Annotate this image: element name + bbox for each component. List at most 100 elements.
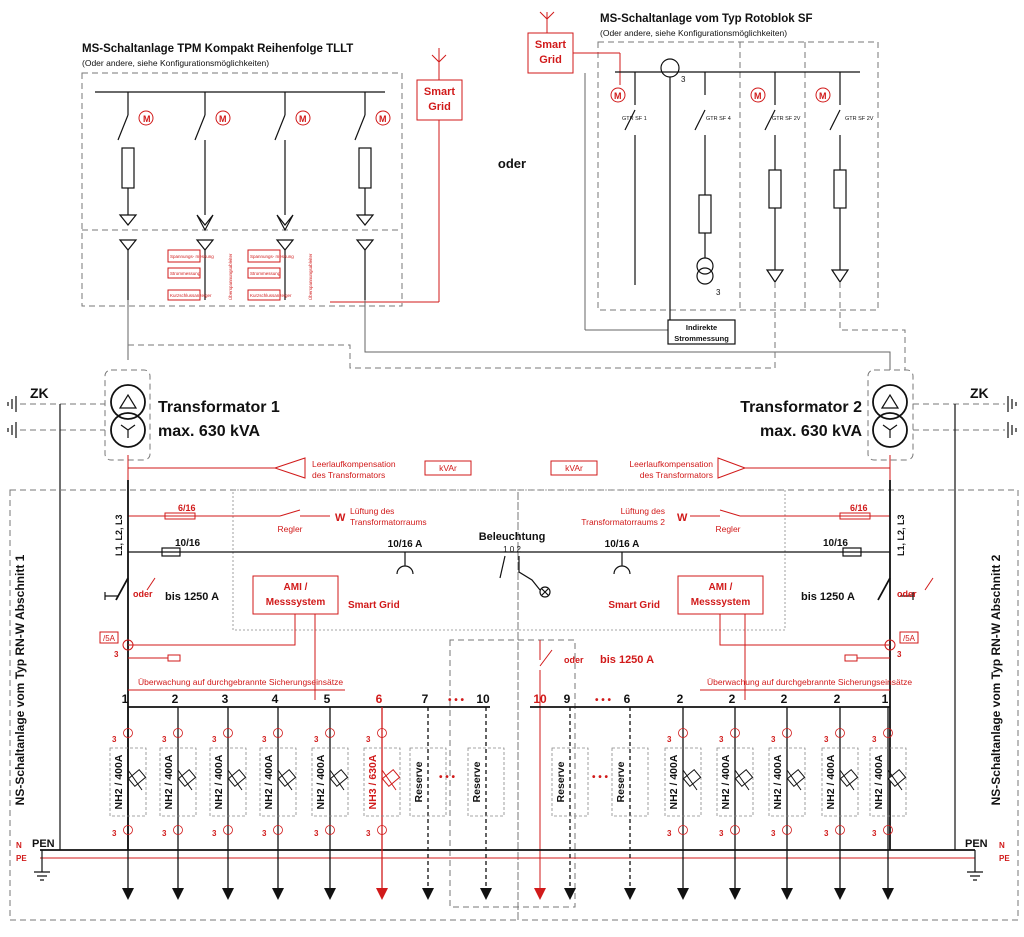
feeder-arrow: [480, 888, 492, 900]
lueftung-right-1: Lüftung des: [621, 506, 665, 516]
regler-right: Regler: [715, 524, 740, 534]
feeder-fuse-label: NH2 / 400A: [668, 754, 680, 809]
field-label-3: GTR SF 2V: [772, 116, 801, 122]
feeder-number: 10: [533, 692, 547, 706]
mv-right-panels: GTR SF 1 GTR SF 4 GTR SF 2V GTR SF 2V M …: [610, 72, 874, 297]
svg-text:3: 3: [719, 829, 724, 838]
lueftung-left-2: Transformatorraums: [350, 517, 427, 527]
feeder-arrow: [834, 888, 846, 900]
svg-text:Kurzschlussanzeiger: Kurzschlussanzeiger: [170, 293, 212, 298]
feeder-arrow: [677, 888, 689, 900]
svg-text:AMI /: AMI /: [709, 582, 733, 593]
ct-5a-left: /5A: [103, 634, 116, 643]
svg-text:Messsystem: Messsystem: [266, 597, 326, 608]
ami-box-left: [252, 575, 339, 615]
trafo1-name: Transformator 1: [158, 399, 280, 416]
ueberwachung-right: Überwachung auf durchgebrannte Sicherung…: [707, 677, 912, 687]
oder-right: oder: [897, 589, 917, 599]
feeder-fuse-label: NH2 / 400A: [315, 754, 327, 809]
leerlauf-right-2: des Transformators: [640, 470, 713, 480]
kvar-left: kVAr: [439, 463, 457, 473]
beleuchtung-switch-positions: 1 0 2: [503, 545, 521, 554]
svg-text:3: 3: [262, 829, 267, 838]
lueftung-left-1: Lüftung des: [350, 506, 394, 516]
bis-1250-coupler: bis 1250 A: [600, 654, 654, 666]
feeder-number: 10: [476, 692, 490, 706]
svg-text:3: 3: [719, 735, 724, 744]
feeder-arrow: [729, 888, 741, 900]
feeder-arrow: [422, 888, 434, 900]
feeder-fuse-label: NH2 / 400A: [113, 754, 125, 809]
lueftung-right-2: Transformatorraums 2: [581, 517, 665, 527]
feeder-arrow: [534, 888, 546, 900]
smart-grid-arrow-right: Smart Grid: [608, 600, 660, 611]
ct-5a-right: /5A: [903, 634, 916, 643]
motor-label: M: [143, 114, 151, 124]
svg-text:3: 3: [114, 650, 119, 659]
feeder-number: 6: [624, 692, 631, 706]
field-label-4: GTR SF 2V: [845, 116, 874, 122]
feeder-fuse-label: NH2 / 400A: [873, 754, 885, 809]
fuse-6-16-left: 6/16: [178, 503, 196, 513]
svg-text:3: 3: [366, 829, 371, 838]
field-label-2: GTR SF 4: [706, 116, 731, 122]
beleuchtung-label: Beleuchtung: [479, 531, 546, 543]
svg-text:Strommessung: Strommessung: [674, 334, 729, 343]
zk-right: ZK: [970, 385, 989, 401]
svg-text:3: 3: [771, 829, 776, 838]
ueberwachung-left: Überwachung auf durchgebrannte Sicherung…: [138, 677, 343, 687]
svg-text:3: 3: [162, 735, 167, 744]
trafo2-name: Transformator 2: [740, 399, 862, 416]
feeder-arrow: [564, 888, 576, 900]
feeder-number: 2: [729, 692, 736, 706]
feeder-fuse-label: Reserve: [413, 761, 425, 802]
svg-text:3: 3: [162, 829, 167, 838]
feeder-dots-right: • • •: [595, 695, 612, 706]
feeder-fuse-label: NH2 / 400A: [163, 754, 175, 809]
svg-text:Überspannungsableiter: Überspannungsableiter: [227, 253, 233, 300]
regler-left: Regler: [277, 524, 302, 534]
feeder-arrow: [324, 888, 336, 900]
lv-section-2-frame: [517, 489, 1019, 921]
feeder-arrow: [882, 888, 894, 900]
trafo2-rating: max. 630 kVA: [760, 423, 862, 440]
pe-left: PE: [16, 854, 27, 863]
svg-text:M: M: [614, 91, 622, 101]
w-right: W: [677, 512, 688, 524]
l123-right: L1, L2, L3: [896, 514, 906, 556]
svg-text:Strommessung: Strommessung: [250, 271, 281, 276]
svg-text:3: 3: [212, 829, 217, 838]
zk-left: ZK: [30, 385, 49, 401]
fuse-10-16-left: 10/16: [175, 538, 200, 549]
svg-text:3: 3: [667, 829, 672, 838]
svg-text:3: 3: [112, 735, 117, 744]
feeder-fuse-label: Reserve: [615, 761, 627, 802]
feeder-fuse-label: Reserve: [555, 761, 567, 802]
feeder-arrow: [624, 888, 636, 900]
svg-text:Überspannungsableiter: Überspannungsableiter: [307, 253, 313, 300]
svg-text:3: 3: [824, 829, 829, 838]
smart-grid-left-line1: Smart: [424, 86, 456, 98]
pen-right: PEN: [965, 838, 988, 850]
feeder-dots-left: • • •: [448, 695, 465, 706]
svg-text:3: 3: [667, 735, 672, 744]
mv-right-frame: [597, 41, 879, 311]
feeder-fuse-label: NH2 / 400A: [213, 754, 225, 809]
svg-text:3: 3: [314, 829, 319, 838]
feeder-fuse-label: Reserve: [471, 761, 483, 802]
oder-label-center: oder: [498, 156, 526, 171]
svg-text:AMI /: AMI /: [284, 582, 308, 593]
svg-text:M: M: [379, 114, 387, 124]
section1-label: NS-Schaltanlage vom Typ RN-W Abschnitt 1: [13, 554, 27, 805]
svg-text:M: M: [819, 91, 827, 101]
reserve-dots-right: • • •: [592, 772, 609, 783]
socket-right-rating: 10/16 A: [605, 539, 640, 550]
mv-left-small-labels: Spannungs- messung Strommessung Kurzschl…: [167, 249, 313, 301]
